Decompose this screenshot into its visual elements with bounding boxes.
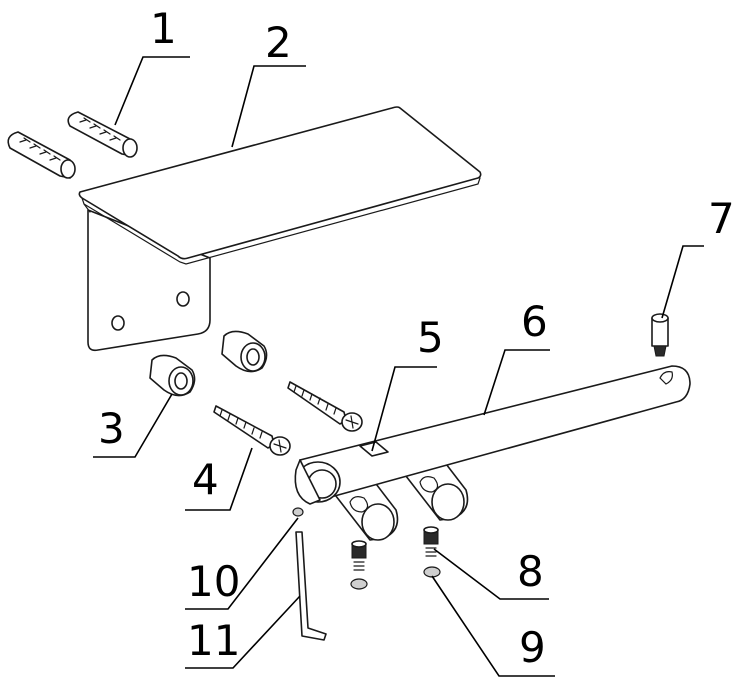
- end-cap: [651, 313, 669, 357]
- screw-lower: [213, 405, 291, 456]
- callout-numbers: 1 2 3 4 5 6 7 8 9 10 11: [98, 4, 735, 672]
- callout-6: 6: [521, 297, 548, 346]
- callout-2: 2: [265, 18, 292, 67]
- leader-lines: [93, 56, 704, 677]
- callout-9: 9: [519, 623, 546, 672]
- callout-3: 3: [98, 404, 125, 453]
- grub-screw: [292, 507, 304, 517]
- callout-5: 5: [417, 313, 444, 362]
- callout-1: 1: [150, 4, 177, 53]
- screw-upper: [287, 381, 363, 432]
- roll-bar: [294, 365, 691, 505]
- spacer-left: [149, 354, 196, 397]
- callout-11: 11: [187, 616, 240, 665]
- wall-anchor-upper: [67, 111, 138, 158]
- callout-10: 10: [187, 557, 240, 606]
- wall-anchor-lower: [7, 131, 76, 179]
- shelf-bracket: [78, 106, 482, 352]
- callout-4: 4: [192, 455, 219, 504]
- set-screw-left: [350, 540, 368, 590]
- hex-key: [295, 531, 327, 641]
- spacer-right: [221, 330, 268, 373]
- callout-8: 8: [517, 547, 544, 596]
- callout-7: 7: [708, 194, 735, 243]
